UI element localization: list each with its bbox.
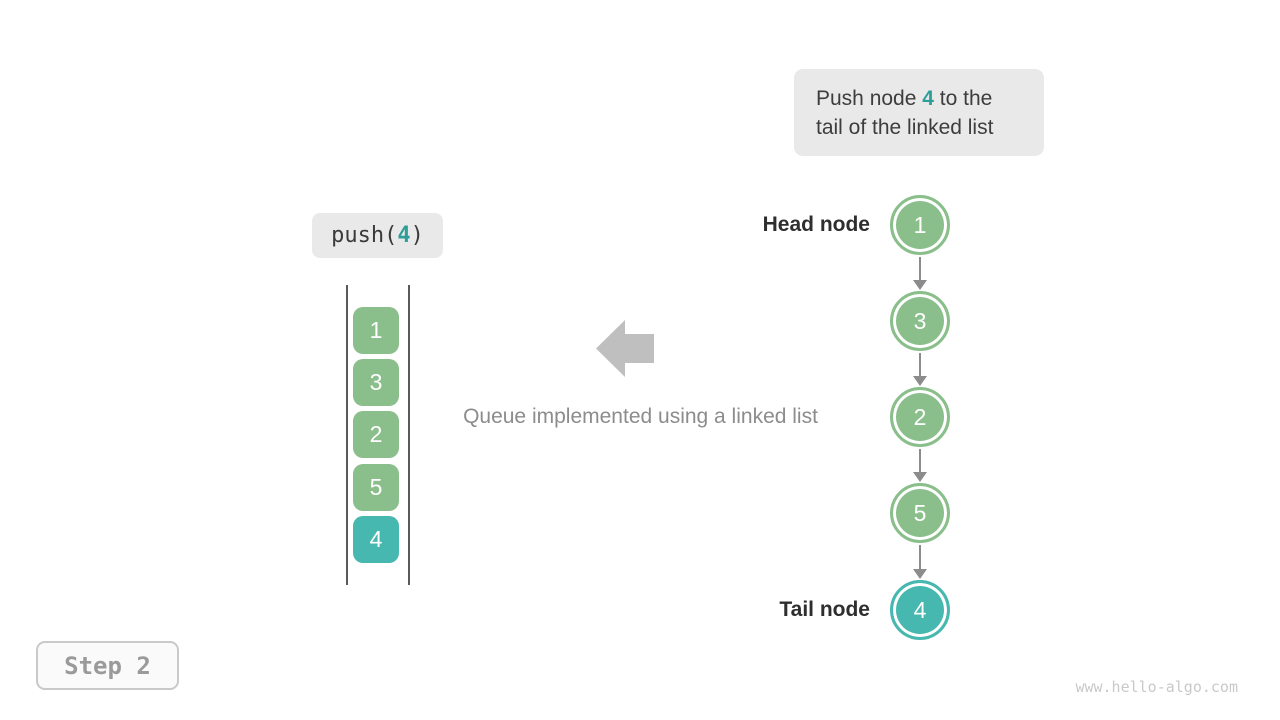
annotation-line1: Push node 4 to the — [816, 84, 1044, 113]
push-call-suffix: ) — [410, 223, 424, 248]
annotation-bubble: Push node 4 to the tail of the linked li… — [794, 69, 1044, 156]
list-node-tail: 4 — [890, 580, 950, 640]
step-badge: Step 2 — [36, 641, 179, 690]
annotation-line2: tail of the linked list — [816, 115, 994, 139]
queue-rail-left — [346, 285, 348, 585]
queue-cell: 2 — [353, 411, 399, 458]
watermark: www.hello-algo.com — [1075, 678, 1238, 696]
arrow-down-icon — [913, 449, 927, 482]
arrow-down-icon — [913, 257, 927, 290]
head-node-label: Head node — [762, 213, 870, 236]
queue-cell: 5 — [353, 464, 399, 511]
list-node: 2 — [890, 387, 950, 447]
annotation-line1-value: 4 — [922, 86, 934, 110]
push-call-value: 4 — [397, 223, 411, 248]
queue-cell: 3 — [353, 359, 399, 406]
queue-cell-pushed: 4 — [353, 516, 399, 563]
caption: Queue implemented using a linked list — [463, 405, 818, 428]
arrow-down-icon — [913, 545, 927, 579]
list-node: 1 — [890, 195, 950, 255]
list-node: 3 — [890, 291, 950, 351]
list-node: 5 — [890, 483, 950, 543]
left-block-arrow-icon — [596, 320, 654, 377]
queue-cell: 1 — [353, 307, 399, 354]
tail-node-label: Tail node — [779, 598, 870, 621]
arrow-down-icon — [913, 353, 927, 386]
queue-rail-right — [408, 285, 410, 585]
annotation-line1-suffix: to the — [933, 86, 993, 110]
annotation-line1-prefix: Push node — [816, 86, 923, 110]
push-call-prefix: push( — [331, 223, 398, 248]
push-call-chip: push(4) — [312, 213, 443, 258]
